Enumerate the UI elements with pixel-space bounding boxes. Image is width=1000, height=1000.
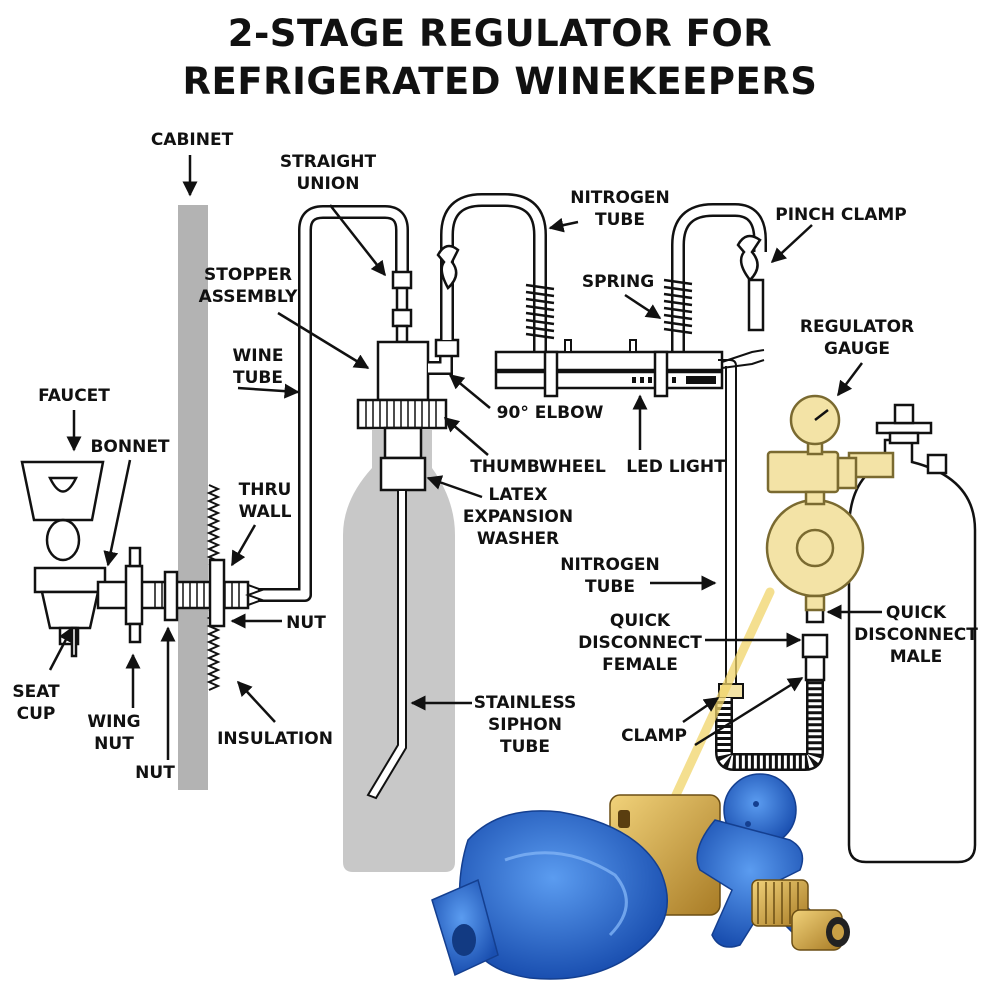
label-pinch-clamp: PINCH CLAMP	[775, 205, 906, 225]
arrow-wine-tube	[237, 383, 300, 399]
arrow-clamp	[682, 696, 720, 724]
label-latex-2: EXPANSION	[463, 507, 573, 527]
regulator-photo	[431, 773, 850, 980]
label-insulation: INSULATION	[217, 729, 333, 749]
label-siphon-3: TUBE	[500, 737, 550, 757]
label-nut-right: NUT	[286, 613, 326, 633]
label-qd-female-3: FEMALE	[602, 655, 678, 675]
label-cabinet: CABINET	[151, 130, 234, 150]
spring-1-icon	[525, 283, 555, 340]
label-stopper-assembly-2: ASSEMBLY	[199, 287, 299, 307]
thumbwheel-icon	[356, 398, 448, 430]
label-straight-union-1: STRAIGHT	[280, 152, 377, 172]
label-qd-female-1: QUICK	[610, 611, 671, 631]
regulator-gauge-icon	[789, 394, 841, 456]
label-wing-nut-1: WING	[87, 712, 140, 732]
hose-loop	[715, 680, 824, 771]
label-wing-nut-2: NUT	[94, 734, 134, 754]
nitrogen-tube-down	[718, 359, 737, 690]
arrow-insulation	[236, 680, 276, 723]
nitrogen-tube-loop-2	[671, 203, 767, 352]
label-wine-tube-1: WINE	[233, 346, 284, 366]
label-spring: SPRING	[582, 272, 654, 292]
arrow-regulator-gauge	[837, 362, 863, 397]
wing-nut-icon	[124, 546, 144, 644]
straight-union-icon	[391, 270, 413, 290]
quick-disconnect-female-icon	[801, 633, 829, 659]
label-latex-1: LATEX	[489, 485, 548, 505]
thru-wall-nut-icon	[208, 558, 226, 628]
label-bonnet: BONNET	[90, 437, 169, 457]
label-nitrogen-tube-top-2: TUBE	[595, 210, 645, 230]
label-qd-male-3: MALE	[890, 647, 943, 667]
latex-washer-icon	[379, 456, 427, 492]
arrow-thumbwheel	[443, 417, 489, 456]
arrow-straight-union	[329, 204, 386, 277]
label-seat-cup-2: CUP	[17, 704, 56, 724]
pinch-clamp-1	[436, 244, 460, 291]
title-line-1: 2-STAGE REGULATOR FOR	[227, 12, 773, 55]
cabinet-wall	[178, 205, 208, 790]
label-qd-male-2: DISCONNECT	[854, 625, 978, 645]
stopper-assembly-icon	[376, 340, 430, 402]
label-faucet: FAUCET	[38, 386, 110, 406]
arrow-pinch-clamp	[770, 224, 813, 264]
title-line-2: REFRIGERATED WINEKEEPERS	[182, 60, 818, 103]
nitrogen-tube-loop-1	[440, 193, 547, 352]
label-thru-wall-1: THRU	[239, 480, 292, 500]
manifold-bar	[494, 350, 724, 372]
label-latex-3: WASHER	[477, 529, 559, 549]
label-nitrogen-tube-top-1: NITROGEN	[570, 188, 670, 208]
arrow-stopper-assembly	[277, 311, 370, 370]
label-stopper-assembly-1: STOPPER	[204, 265, 292, 285]
arrow-seat-cup	[48, 626, 74, 671]
nitrogen-cylinder	[847, 438, 977, 864]
cylinder-valve-icon	[875, 403, 948, 475]
highlight-line	[671, 587, 775, 800]
label-nitrogen-tube-right-2: TUBE	[585, 577, 635, 597]
label-qd-male-1: QUICK	[886, 603, 947, 623]
insulation-top	[206, 484, 221, 566]
label-wine-tube-2: TUBE	[233, 368, 283, 388]
arrow-elbow	[448, 374, 491, 409]
label-qd-female-2: DISCONNECT	[578, 633, 702, 653]
label-siphon-1: STAINLESS	[474, 693, 576, 713]
arrow-spring	[624, 293, 662, 320]
label-clamp: CLAMP	[621, 726, 687, 746]
label-seat-cup-1: SEAT	[12, 682, 60, 702]
spring-2-icon	[663, 278, 693, 335]
label-regulator-gauge-1: REGULATOR	[800, 317, 914, 337]
label-regulator-gauge-2: GAUGE	[824, 339, 890, 359]
label-led-light: LED LIGHT	[626, 457, 726, 477]
label-straight-union-2: UNION	[296, 174, 359, 194]
arrow-nitrogen-tube-top	[548, 217, 579, 233]
label-90-elbow: 90° ELBOW	[497, 403, 604, 423]
arrow-latex-washer	[426, 475, 483, 499]
arrow-thru-wall	[230, 524, 257, 567]
barb-fitting	[245, 584, 265, 606]
siphon-tube	[366, 489, 407, 800]
arrow-bonnet	[103, 459, 132, 567]
led-light-icon	[686, 376, 716, 384]
label-thumbwheel: THUMBWHEEL	[470, 457, 606, 477]
pinch-clamp-2	[736, 234, 762, 282]
label-nitrogen-tube-right-1: NITROGEN	[560, 555, 660, 575]
label-thru-wall-2: WALL	[239, 502, 292, 522]
arrow-clamp-2	[694, 676, 804, 747]
label-siphon-2: SIPHON	[488, 715, 562, 735]
label-nut-bottom: NUT	[135, 763, 175, 783]
regulator-icon	[765, 450, 895, 612]
wall-nut-icon	[163, 570, 179, 622]
faucet-icon	[20, 460, 107, 658]
